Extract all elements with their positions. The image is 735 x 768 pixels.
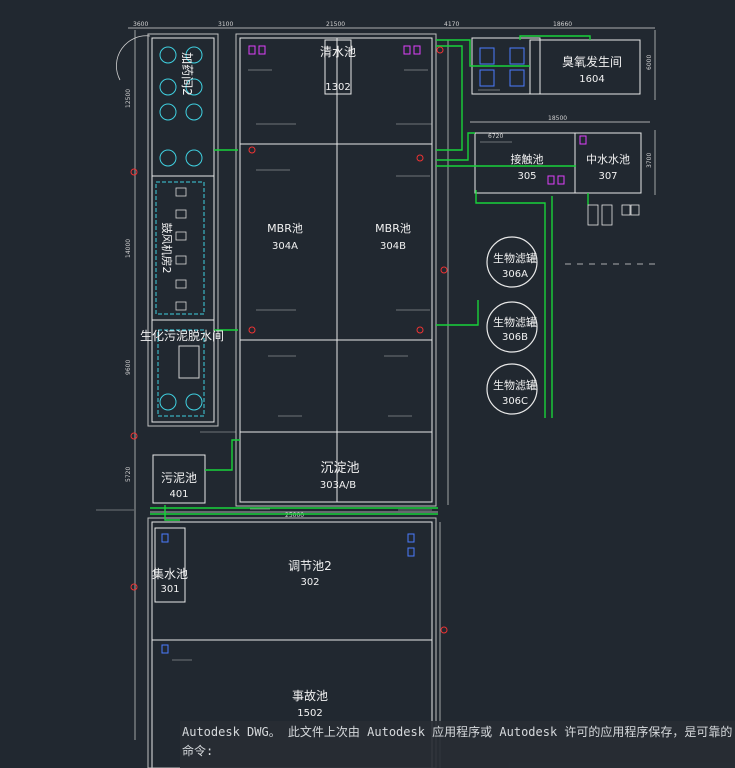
side-cabinets <box>587 204 640 226</box>
svg-text:306B: 306B <box>502 332 528 343</box>
label-adjust-pool: 调节池2 <box>288 559 332 573</box>
label-bio-filter-c: 生物滤罐 <box>493 378 537 392</box>
command-input[interactable] <box>182 757 722 768</box>
svg-text:306C: 306C <box>502 396 528 407</box>
svg-text:12500: 12500 <box>125 89 132 108</box>
svg-text:3700: 3700 <box>646 153 653 168</box>
svg-text:21500: 21500 <box>326 21 345 28</box>
svg-text:18660: 18660 <box>553 21 572 28</box>
label-bio-filter-a: 生物滤罐 <box>493 251 537 265</box>
label-mbr-a: MBR池 <box>267 222 303 235</box>
bio-filter-tanks <box>486 236 538 415</box>
label-accident-pool: 事故池 <box>292 688 328 703</box>
command-line-panel[interactable]: Autodesk DWG。 此文件上次由 Autodesk 应用程序或 Auto… <box>180 721 735 768</box>
svg-text:4170: 4170 <box>444 21 459 28</box>
label-settling-tank: 沉淀池 <box>320 461 359 476</box>
svg-text:25000: 25000 <box>285 512 304 519</box>
label-reclaim-pool: 中水水池 <box>586 153 630 166</box>
label-contact-pool: 接触池 <box>511 152 544 166</box>
blower-units <box>175 187 187 311</box>
svg-text:14000: 14000 <box>125 239 132 258</box>
pump-symbols <box>161 45 587 654</box>
dimension-lines <box>128 27 656 768</box>
label-dosing-room: 加药间2 <box>180 52 194 96</box>
label-collect-pool: 集水池 <box>152 566 188 581</box>
svg-text:301: 301 <box>160 584 179 595</box>
label-clear-pool: 清水池 <box>320 45 356 59</box>
svg-text:5720: 5720 <box>125 467 132 482</box>
command-history-text: Autodesk DWG。 此文件上次由 Autodesk 应用程序或 Auto… <box>182 725 733 739</box>
label-sludge-pool: 污泥池 <box>161 471 197 485</box>
command-prompt-label: 命令: <box>182 744 214 758</box>
dimension-texts: 3600 3100 21500 4170 18660 12500 14000 9… <box>125 21 653 519</box>
label-ozone-room: 臭氧发生间 <box>562 54 622 69</box>
svg-text:304B: 304B <box>380 241 406 252</box>
svg-text:3600: 3600 <box>133 21 148 28</box>
label-bio-filter-b: 生物滤罐 <box>493 315 537 329</box>
svg-text:1502: 1502 <box>297 708 322 719</box>
door-swing-arc <box>116 35 151 81</box>
svg-text:1604: 1604 <box>579 74 604 85</box>
svg-text:3100: 3100 <box>218 21 233 28</box>
building-outlines <box>147 33 642 768</box>
svg-text:1302: 1302 <box>325 82 350 93</box>
red-fittings <box>130 46 448 634</box>
svg-text:307: 307 <box>598 171 617 182</box>
svg-text:18500: 18500 <box>548 115 567 122</box>
svg-text:9600: 9600 <box>125 360 132 375</box>
label-blower-room: 鼓风机房2 <box>160 223 174 274</box>
svg-text:303A/B: 303A/B <box>320 480 356 491</box>
svg-text:401: 401 <box>169 489 188 500</box>
svg-text:302: 302 <box>300 577 319 588</box>
tiny-annotations <box>96 69 512 661</box>
svg-text:6000: 6000 <box>646 55 653 70</box>
room-labels: 加药间2 鼓风机房2 生化污泥脱水间 清水池 1302 MBR池 304A MB… <box>140 45 630 719</box>
process-pipes <box>150 35 591 521</box>
svg-text:304A: 304A <box>272 241 298 252</box>
left-building-equipment <box>155 46 205 417</box>
label-sludge-dewater-room: 生化污泥脱水间 <box>140 328 224 343</box>
svg-text:306A: 306A <box>502 269 528 280</box>
svg-text:305: 305 <box>517 171 536 182</box>
label-mbr-b: MBR池 <box>375 222 411 235</box>
svg-text:6720: 6720 <box>488 133 503 140</box>
